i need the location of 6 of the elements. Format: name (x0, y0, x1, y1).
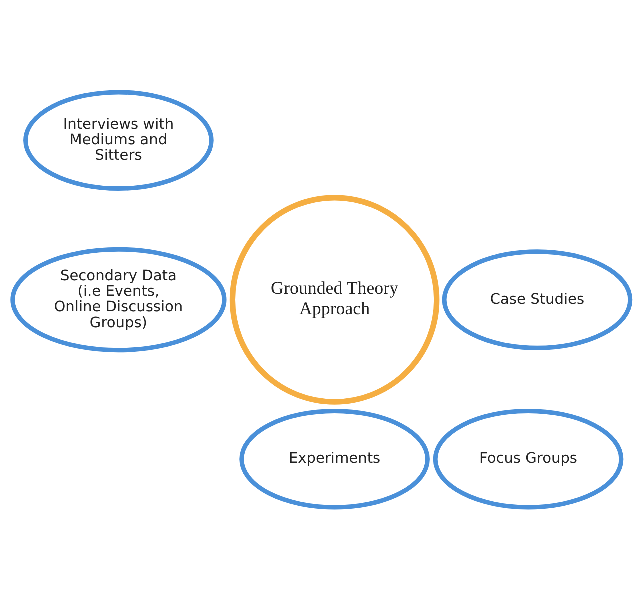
node-ellipse: Case Studies (442, 249, 633, 350)
node-ellipse: Interviews with Mediums and Sitters (24, 90, 214, 191)
node-ellipse: Focus Groups (433, 408, 624, 510)
node-ellipse: Secondary Data (i.e Events, Online Discussion Groups) (10, 246, 227, 352)
node-circle: Grounded Theory Approach (230, 194, 440, 404)
node-ellipse: Experiments (240, 408, 430, 510)
